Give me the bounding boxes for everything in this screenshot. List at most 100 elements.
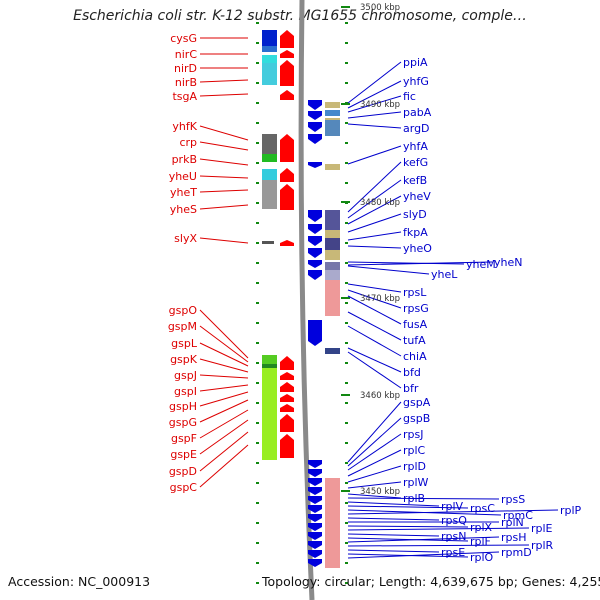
right-gene-label[interactable]: yheN (494, 256, 522, 269)
right-gene-label[interactable]: slyD (403, 208, 427, 221)
minor-tick (256, 502, 259, 504)
right-gene-label[interactable]: rpsS (501, 493, 525, 506)
right-gene-label[interactable]: yheL (431, 268, 458, 281)
left-gene-label[interactable]: gspE (170, 448, 197, 461)
reverse-gene-arrow (308, 122, 322, 132)
minor-tick (345, 42, 348, 44)
minor-tick (256, 382, 259, 384)
right-gene-label[interactable]: yheM (466, 258, 496, 271)
left-gene-label[interactable]: yheU (169, 170, 197, 183)
minor-tick (345, 122, 348, 124)
right-gene-label[interactable]: rplR (531, 539, 554, 552)
right-gene-label[interactable]: yheO (403, 242, 432, 255)
right-gene-label[interactable]: argD (403, 122, 430, 135)
left-gene-label[interactable]: gspK (170, 353, 198, 366)
left-gene-label[interactable]: gspJ (174, 369, 197, 382)
right-gene-label[interactable]: rpsG (403, 302, 429, 315)
right-gene-label[interactable]: rpmD (501, 546, 532, 559)
minor-tick (345, 322, 348, 324)
left-gene-label[interactable]: nirD (174, 62, 197, 75)
left-gene-label[interactable]: yheT (170, 186, 197, 199)
right-gene-label[interactable]: chiA (403, 350, 427, 363)
right-gene-label[interactable]: rpsQ (441, 514, 467, 527)
left-gene-label[interactable]: prkB (172, 153, 197, 166)
reverse-gene-arrow (308, 550, 322, 558)
left-gene-label[interactable]: gspM (168, 320, 197, 333)
minor-tick (345, 402, 348, 404)
right-gene-label[interactable]: gspB (403, 412, 430, 425)
right-gene-label[interactable]: bfd (403, 366, 421, 379)
left-gene-label[interactable]: gspI (174, 385, 197, 398)
right-gene-label[interactable]: bfr (403, 382, 419, 395)
minor-tick (345, 542, 348, 544)
left-gene-label[interactable]: tsgA (172, 90, 197, 103)
right-feature-block (325, 230, 340, 238)
right-gene-label[interactable]: rplX (470, 521, 493, 534)
right-gene-label[interactable]: yhfG (403, 75, 429, 88)
right-gene-label[interactable]: fic (403, 90, 416, 103)
left-gene-label[interactable]: gspL (171, 337, 198, 350)
left-gene-label[interactable]: nirB (175, 76, 197, 89)
minor-tick (256, 402, 259, 404)
right-gene-label[interactable]: tufA (403, 334, 426, 347)
left-gene-label[interactable]: nirC (175, 48, 198, 61)
left-leader-line (199, 342, 249, 367)
right-gene-label[interactable]: rplD (403, 460, 426, 473)
right-gene-label[interactable]: rpsE (441, 546, 465, 559)
left-gene-label[interactable]: crp (179, 136, 197, 149)
left-gene-label[interactable]: cysG (170, 32, 197, 45)
right-leader-line (347, 61, 402, 104)
right-gene-label[interactable]: kefG (403, 156, 428, 169)
left-gene-label[interactable]: gspD (169, 465, 197, 478)
left-gene-label[interactable]: gspG (169, 416, 197, 429)
scale-tick-label: 3490 kbp (360, 100, 400, 110)
reverse-gene-arrow (308, 162, 322, 168)
right-gene-label[interactable]: rpsH (501, 531, 527, 544)
forward-gene-arrow (280, 60, 294, 86)
right-leader-line (347, 195, 402, 225)
right-leader-line (347, 289, 402, 309)
minor-tick (256, 102, 259, 104)
right-gene-label[interactable]: yhfA (403, 140, 428, 153)
right-gene-label[interactable]: rpsJ (403, 428, 423, 441)
right-gene-label[interactable]: rplW (403, 476, 429, 489)
left-leader-line (199, 141, 249, 151)
right-gene-label[interactable]: rplN (501, 516, 524, 529)
left-gene-label[interactable]: yheS (170, 203, 197, 216)
left-feature-block (262, 55, 277, 63)
minor-tick (256, 582, 259, 584)
right-gene-label[interactable]: ppiA (403, 56, 428, 69)
minor-tick (256, 262, 259, 264)
right-gene-label[interactable]: rpsN (441, 530, 466, 543)
right-gene-label[interactable]: rplC (403, 444, 426, 457)
left-leader-line (199, 237, 249, 244)
right-gene-label[interactable]: yheV (403, 190, 431, 203)
forward-gene-arrow (280, 30, 294, 48)
right-gene-label[interactable]: gspA (403, 396, 431, 409)
left-gene-label[interactable]: slyX (174, 232, 197, 245)
right-gene-label[interactable]: fkpA (403, 226, 428, 239)
left-gene-label[interactable]: yhfK (172, 120, 197, 133)
left-gene-label[interactable]: gspH (169, 400, 197, 413)
left-gene-label[interactable]: gspC (170, 481, 198, 494)
minor-tick (256, 462, 259, 464)
right-feature-block (325, 120, 340, 136)
left-feature-block (262, 169, 277, 180)
right-gene-label[interactable]: rplO (470, 551, 494, 564)
right-gene-label[interactable]: rplP (560, 504, 582, 517)
left-gene-label[interactable]: gspO (169, 304, 198, 317)
right-gene-label[interactable]: rpsL (403, 286, 427, 299)
right-gene-label[interactable]: kefB (403, 174, 427, 187)
right-gene-label[interactable]: rpsC (470, 502, 495, 515)
right-gene-label[interactable]: rplB (403, 492, 425, 505)
right-feature-block (325, 110, 340, 116)
right-leader-line (347, 536, 500, 543)
right-gene-label[interactable]: rplV (441, 500, 464, 513)
right-gene-label[interactable]: rpmC (503, 509, 533, 522)
right-gene-label[interactable]: pabA (403, 106, 432, 119)
right-gene-label[interactable]: rplE (531, 522, 553, 535)
left-gene-label[interactable]: gspF (171, 432, 197, 445)
reverse-gene-arrow (308, 523, 322, 531)
right-gene-label[interactable]: fusA (403, 318, 428, 331)
right-gene-label[interactable]: rplF (470, 535, 491, 548)
